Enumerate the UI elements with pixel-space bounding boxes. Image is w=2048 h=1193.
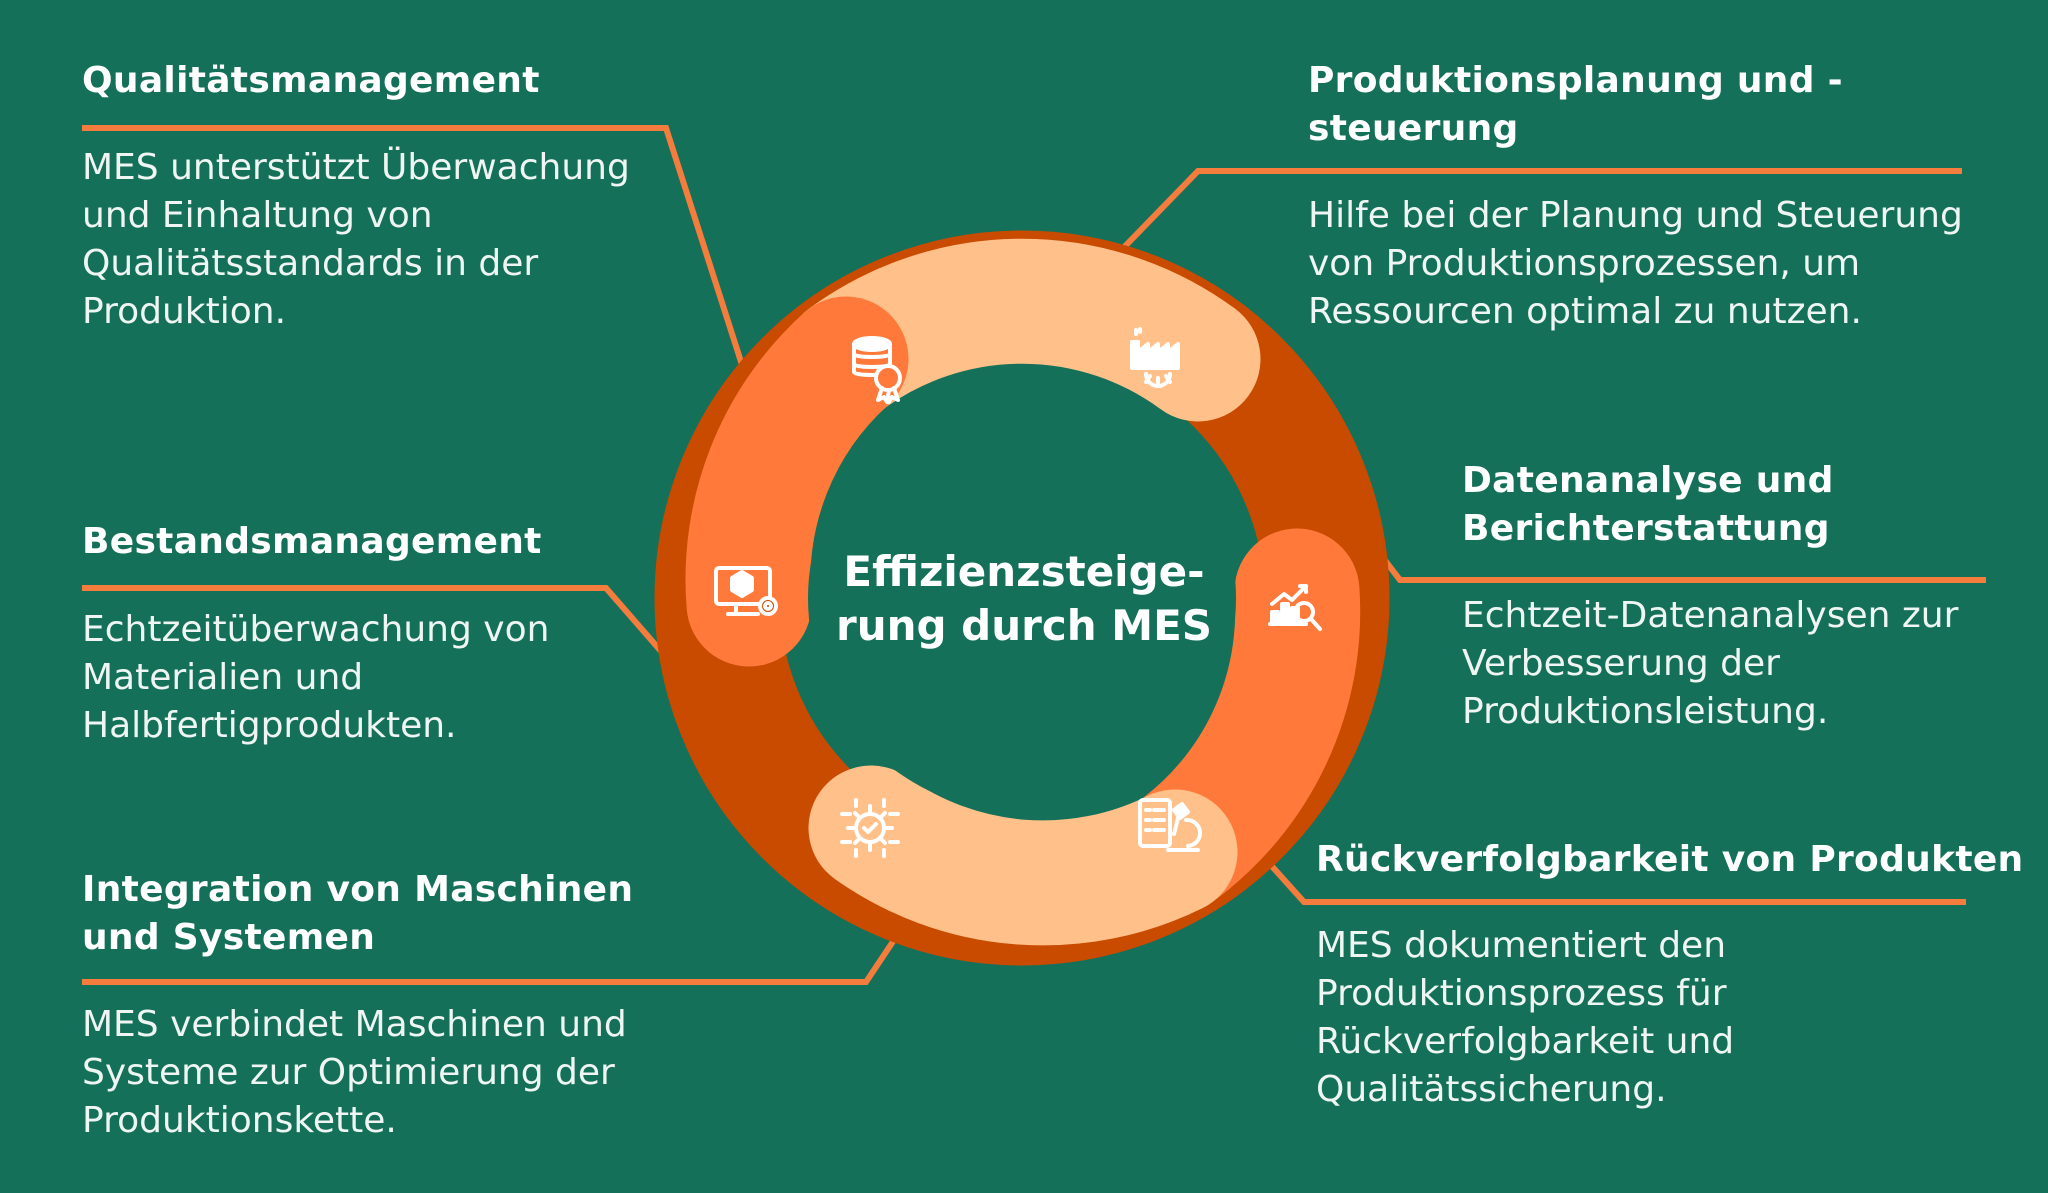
desc-line: Verbesserung der bbox=[1462, 643, 1780, 684]
desc-line: MES unterstützt Überwachung bbox=[82, 147, 630, 188]
section-description: MES unterstützt Überwachung und Einhaltu… bbox=[82, 144, 722, 336]
desc-line: Systeme zur Optimierung der bbox=[82, 1052, 615, 1093]
desc-line: MES dokumentiert den bbox=[1316, 925, 1727, 966]
section-datenanalyse: Datenanalyse und Berichterstattung bbox=[1462, 457, 2022, 553]
section-title: Qualitätsmanagement bbox=[82, 60, 540, 101]
gear-network-icon bbox=[840, 798, 900, 858]
chart-analysis-icon bbox=[1268, 584, 1322, 631]
section-title-line: Berichterstattung bbox=[1462, 508, 1830, 549]
desc-line: Hilfe bei der Planung und Steuerung bbox=[1308, 195, 1963, 236]
center-title-line-1: Effizienzsteige- bbox=[843, 547, 1205, 596]
factory-gear-icon bbox=[1130, 327, 1180, 388]
connector-planung bbox=[1097, 168, 1962, 275]
section-title-line: Datenanalyse und bbox=[1462, 460, 1834, 501]
desc-line: Produktionskette. bbox=[82, 1100, 397, 1141]
section-integration: Integration von Maschinen und Systemen bbox=[82, 866, 722, 962]
desc-line: und Einhaltung von bbox=[82, 195, 433, 236]
desc-line: Qualitätsstandards in der bbox=[82, 243, 539, 284]
desc-line: Ressourcen optimal zu nutzen. bbox=[1308, 291, 1862, 332]
checklist-microscope-icon bbox=[1138, 798, 1202, 852]
desc-line: Materialien und bbox=[82, 657, 364, 698]
desc-line: Rückverfolgbarkeit und bbox=[1316, 1021, 1735, 1062]
desc-line: Echtzeitüberwachung von bbox=[82, 609, 550, 650]
connector-lines bbox=[82, 125, 1986, 985]
section-title: Rückverfolgbarkeit von Produkten bbox=[1316, 839, 2024, 880]
desc-line: MES verbindet Maschinen und bbox=[82, 1004, 627, 1045]
center-title: Effizienzsteige- rung durch MES bbox=[824, 545, 1224, 653]
monitor-inventory-icon bbox=[714, 566, 778, 616]
section-title-line: steuerung bbox=[1308, 108, 1519, 149]
section-title-line: Integration von Maschinen bbox=[82, 869, 634, 910]
section-rueckverfolgbarkeit: Rückverfolgbarkeit von Produkten bbox=[1316, 836, 2036, 884]
connector-qualitaet bbox=[82, 125, 755, 397]
section-title-line: Produktionsplanung und - bbox=[1308, 60, 1843, 101]
database-quality-icon bbox=[852, 336, 902, 404]
section-description: Echtzeit-Datenanalysen zur Verbesserung … bbox=[1462, 592, 2042, 736]
desc-line: Halbfertigprodukten. bbox=[82, 705, 457, 746]
desc-line: Produktionsprozess für bbox=[1316, 973, 1727, 1014]
desc-line: Qualitätssicherung. bbox=[1316, 1069, 1667, 1110]
section-title-line: und Systemen bbox=[82, 917, 376, 958]
section-bestandsmanagement: Bestandsmanagement bbox=[82, 518, 682, 566]
section-description: Hilfe bei der Planung und Steuerung von … bbox=[1308, 192, 2028, 336]
section-description: MES verbindet Maschinen und Systeme zur … bbox=[82, 1001, 742, 1145]
desc-line: Produktion. bbox=[82, 291, 287, 332]
desc-line: Echtzeit-Datenanalysen zur bbox=[1462, 595, 1959, 636]
section-qualitaetsmanagement: Qualitätsmanagement bbox=[82, 57, 682, 105]
desc-line: Produktionsleistung. bbox=[1462, 691, 1829, 732]
desc-line: von Produktionsprozessen, um bbox=[1308, 243, 1861, 284]
section-title: Bestandsmanagement bbox=[82, 521, 542, 562]
section-produktionsplanung: Produktionsplanung und - steuerung bbox=[1308, 57, 1988, 153]
section-description: Echtzeitüberwachung von Materialien und … bbox=[82, 606, 722, 750]
section-description: MES dokumentiert den Produktionsprozess … bbox=[1316, 922, 2016, 1114]
center-title-line-2: rung durch MES bbox=[835, 601, 1213, 650]
